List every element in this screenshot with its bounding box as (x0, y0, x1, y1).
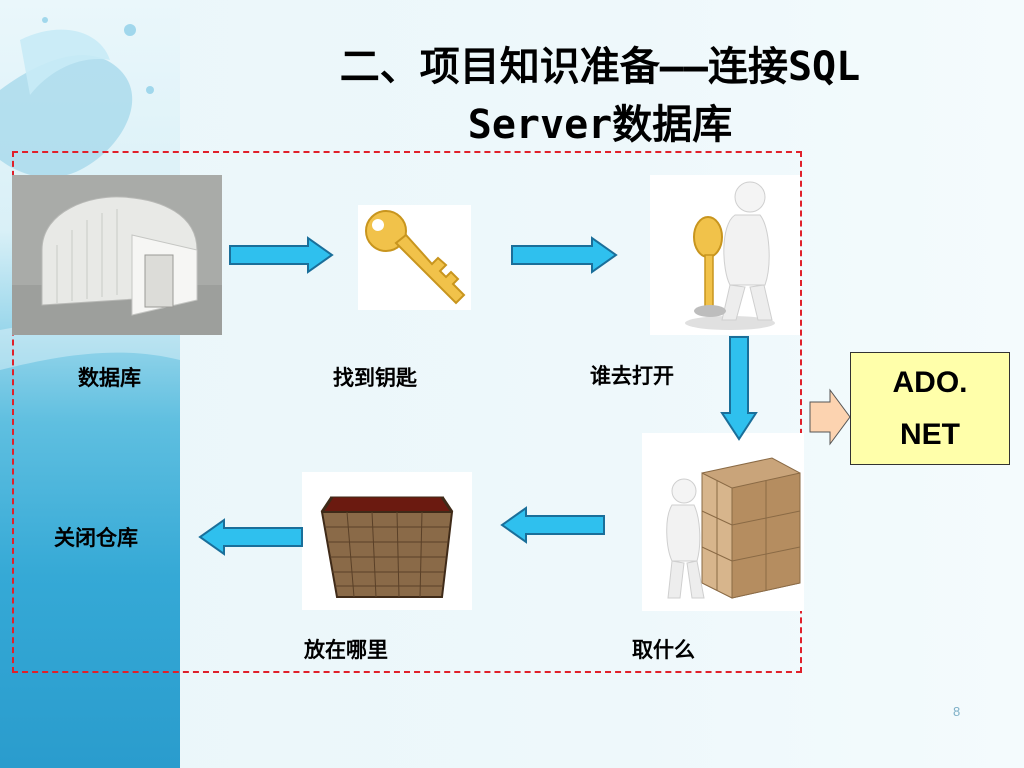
step-label-where-to-put: 放在哪里 (304, 638, 388, 662)
pointer-arrow-to-ado (809, 388, 851, 446)
step-label-find-key: 找到钥匙 (333, 366, 417, 390)
page-number: 8 (953, 704, 961, 719)
arrow-left-1 (500, 506, 605, 544)
ado-net-line-2: NET (900, 418, 960, 451)
step-label-who-opens: 谁去打开 (590, 364, 674, 388)
arrow-right-1 (229, 236, 334, 274)
step-label-what-to-take: 取什么 (632, 638, 695, 662)
arrow-right-2 (511, 236, 618, 274)
person-with-key-image (650, 175, 800, 335)
key-image (358, 205, 471, 310)
left-decorative-strip (0, 0, 180, 768)
warehouse-tent-image (12, 175, 222, 335)
title-line-1: 二、项目知识准备——连接SQL (339, 44, 861, 90)
wicker-basket-image (302, 472, 472, 610)
arrow-down (720, 336, 758, 441)
ado-net-line-1: ADO. (892, 366, 968, 399)
arrow-left-2 (198, 518, 303, 556)
step-label-database: 数据库 (78, 366, 141, 390)
title-line-2: Server数据库 (467, 102, 733, 148)
step-label-close-warehouse: 关闭仓库 (54, 526, 138, 550)
slide-title: 二、项目知识准备——连接SQL Server数据库 (250, 38, 950, 154)
person-with-boxes-image (642, 433, 804, 611)
process-frame (12, 151, 802, 673)
ado-net-box: ADO. NET (850, 352, 1010, 465)
